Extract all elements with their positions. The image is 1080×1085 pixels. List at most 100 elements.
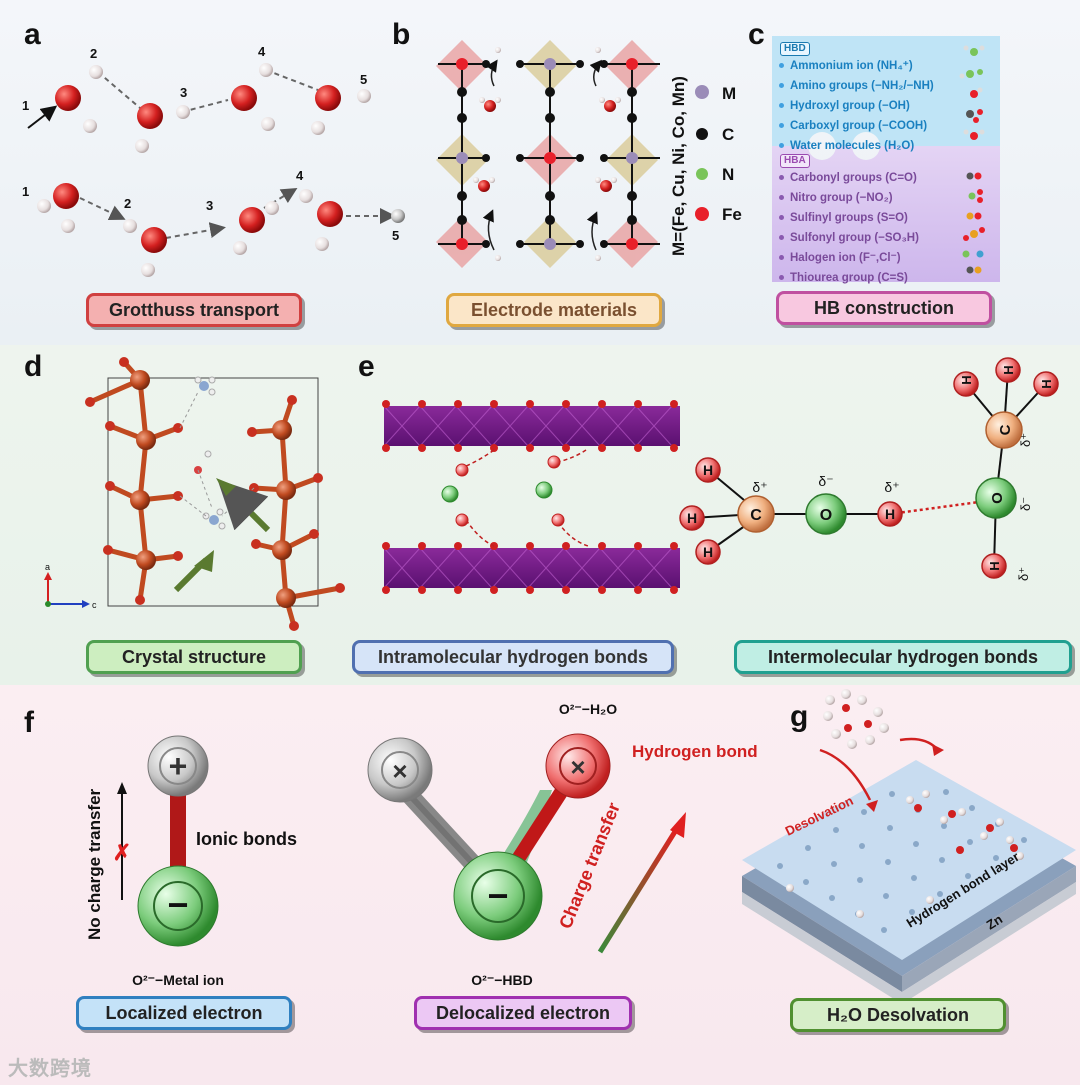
f-o-hbd-label: O²⁻−HBD	[471, 972, 532, 988]
panel-g-graphic	[742, 689, 1076, 1004]
panel-d-letter: d	[24, 350, 43, 383]
hbd-item-label: Water molecules (H₂O)	[790, 140, 915, 152]
e-c-label: C	[750, 507, 762, 524]
f-times-left: ×	[392, 756, 407, 786]
f-no-charge-label: No charge transfer	[85, 788, 104, 940]
e2-c-label: C	[997, 424, 1014, 435]
a-bot-num-3: 3	[206, 198, 213, 213]
hba-item-label: Thiourea group (C=S)	[790, 272, 908, 284]
e-delta-o: δ⁻	[818, 473, 833, 489]
hbd-list: HBD Ammonium ion (NH₄⁺) Amino groups (−N…	[776, 38, 966, 156]
hbd-tag: HBD	[780, 42, 810, 56]
hba-item: Nitro group (−NO₂)	[776, 188, 966, 208]
a-top-num-5: 5	[360, 72, 367, 87]
hbd-item: Carboxyl group (−COOH)	[776, 116, 966, 136]
a-top-num-2: 2	[90, 46, 97, 61]
e-h3-label: H	[703, 544, 713, 560]
f-minus-symbol-right: −	[487, 875, 508, 916]
panel-e-graphic	[382, 400, 680, 594]
hba-item-label: Halogen ion (F⁻,Cl⁻)	[790, 252, 901, 264]
panel-d-graphic	[44, 357, 345, 631]
hba-tag: HBA	[780, 154, 810, 168]
badge-desolvation: H₂O Desolvation	[790, 998, 1006, 1032]
a-top-num-1: 1	[22, 98, 29, 113]
b-legend-fe: Fe	[722, 205, 742, 224]
badge-grotthuss: Grotthuss transport	[86, 293, 302, 327]
hbd-item-label: Ammonium ion (NH₄⁺)	[790, 60, 913, 72]
e2-h2-label: H	[1001, 365, 1016, 374]
hba-item: Carbonyl groups (C=O)	[776, 168, 966, 188]
a-bot-num-2: 2	[124, 196, 131, 211]
e-h2-label: H	[687, 510, 697, 526]
panel-a-letter: a	[24, 18, 41, 51]
watermark-text: 大数跨境	[8, 1058, 92, 1080]
hbd-item: Hydroxyl group (−OH)	[776, 96, 966, 116]
a-top-num-3: 3	[180, 85, 187, 100]
badge-intramolecular: Intramolecular hydrogen bonds	[352, 640, 674, 674]
e-o-label: O	[820, 507, 832, 524]
e2-o-label: O	[989, 492, 1006, 504]
middle-band	[0, 345, 1080, 685]
panel-c-graphic	[772, 36, 1000, 282]
hba-item: Halogen ion (F⁻,Cl⁻)	[776, 248, 966, 268]
a-bot-num-4: 4	[296, 168, 304, 183]
f-o-h2o-label: O²⁻−H₂O	[559, 701, 617, 717]
hba-item-label: Sulfinyl groups (S=O)	[790, 212, 908, 224]
e2-delta-o: δ⁻	[1018, 497, 1033, 511]
hba-item: Thiourea group (C=S)	[776, 268, 966, 288]
a-bot-num-1: 1	[22, 184, 29, 199]
g-zn-label: Zn	[984, 911, 1005, 932]
b-legend-n: N	[722, 165, 734, 184]
hba-item-label: Sulfonyl group (−SO₃H)	[790, 232, 919, 244]
panel-f-letter: f	[24, 706, 34, 739]
d-axis-c: c	[92, 600, 97, 610]
e-delta-h: δ⁺	[884, 479, 899, 495]
badge-hb-construction: HB construction	[776, 291, 992, 325]
panel-e-intermolecular	[679, 357, 1059, 579]
b-legend-m: M	[722, 84, 736, 103]
panel-f-graphic	[117, 733, 686, 954]
hbd-item-label: Amino groups (−NH₂/−NH)	[790, 80, 934, 92]
panel-g-letter: g	[790, 700, 809, 733]
badge-delocalized: Delocalized electron	[414, 996, 632, 1030]
hbd-item: Amino groups (−NH₂/−NH)	[776, 76, 966, 96]
hba-item-label: Nitro group (−NO₂)	[790, 192, 893, 204]
panel-b-graphic	[436, 40, 709, 268]
badge-crystal: Crystal structure	[86, 640, 302, 674]
panel-a-graphic	[27, 63, 405, 277]
hbd-item: Water molecules (H₂O)	[776, 136, 966, 156]
panel-b-letter: b	[392, 18, 411, 51]
f-o-metal-label: O²⁻−Metal ion	[132, 972, 224, 988]
badge-intermolecular: Intermolecular hydrogen bonds	[734, 640, 1072, 674]
e-delta-c: δ⁺	[752, 479, 767, 495]
f-times-right: ×	[570, 752, 585, 782]
panel-c-letter: c	[748, 18, 765, 51]
d-axis-a: a	[45, 562, 50, 572]
f-minus-symbol-left: −	[167, 884, 188, 925]
badge-localized: Localized electron	[76, 996, 292, 1030]
hba-item: Sulfonyl group (−SO₃H)	[776, 228, 966, 248]
e2-h1-label: H	[959, 375, 974, 384]
e2-delta-h: δ⁺	[1016, 567, 1031, 581]
b-formula: M=(Fe, Cu, Ni, Co, Mn)	[669, 76, 688, 256]
a-bot-num-5: 5	[392, 228, 399, 243]
badge-electrode: Electrode materials	[446, 293, 662, 327]
f-cross-mark: ✗	[113, 840, 131, 865]
e-h1-label: H	[703, 462, 713, 478]
panel-e-letter: e	[358, 350, 375, 383]
hba-item-label: Carbonyl groups (C=O)	[790, 172, 917, 184]
e-h4-label: H	[885, 506, 895, 522]
e2-h3-label: H	[1039, 379, 1054, 388]
hba-list: HBA Carbonyl groups (C=O) Nitro group (−…	[776, 150, 966, 288]
hbd-item: Ammonium ion (NH₄⁺)	[776, 56, 966, 76]
f-ionic-label: Ionic bonds	[196, 829, 297, 849]
hbd-item-label: Hydroxyl group (−OH)	[790, 100, 910, 112]
f-hydrogen-bond-label: Hydrogen bond	[632, 742, 758, 761]
b-legend-c: C	[722, 125, 734, 144]
a-top-num-4: 4	[258, 44, 266, 59]
e2-h4-label: H	[987, 561, 1002, 570]
e2-delta-c: δ⁺	[1018, 433, 1033, 447]
hba-item: Sulfinyl groups (S=O)	[776, 208, 966, 228]
f-plus-symbol: +	[169, 748, 188, 784]
